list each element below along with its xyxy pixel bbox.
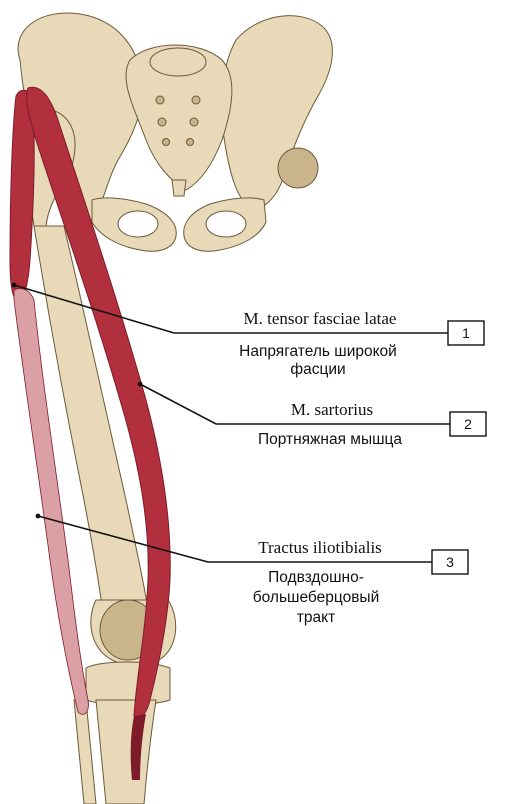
label-1-latin: M. tensor fasciae latae — [244, 309, 397, 328]
muscles — [9, 86, 171, 780]
label-2-number: 2 — [464, 416, 472, 432]
right-iliac-wing — [221, 15, 333, 209]
label-3-russian-line-2: большеберцовый — [253, 589, 379, 606]
leader-lines — [11, 282, 450, 563]
leader-line-3 — [37, 515, 432, 563]
right-acetabulum — [277, 147, 319, 189]
right-obturator-foramen — [205, 210, 247, 238]
label-2-latin: M. sartorius — [291, 400, 373, 419]
sacral-promontory — [149, 47, 207, 77]
label-group-3: Tractus iliotibialis Подвздошно- большеб… — [253, 538, 469, 626]
pelvis-illustration — [17, 12, 333, 252]
label-1-number: 1 — [462, 325, 470, 341]
sacrum — [125, 44, 233, 191]
sartorius-tendon — [130, 714, 146, 780]
left-obturator-foramen — [117, 210, 159, 238]
leader-line-1 — [13, 284, 448, 334]
label-group-2: M. sartorius Портняжная мышца 2 — [258, 400, 487, 448]
label-1-russian-line-1: Напрягатель широкой — [239, 343, 397, 360]
label-3-latin: Tractus iliotibialis — [258, 538, 382, 557]
leader-dot-3 — [35, 513, 41, 519]
label-1-number-box — [447, 320, 485, 346]
label-2-russian-line-1: Портняжная мышца — [258, 431, 402, 448]
leader-line-2 — [139, 383, 450, 425]
iliotibial-tract — [13, 288, 89, 715]
label-3-russian-line-1: Подвздошно- — [268, 569, 364, 586]
label-group-1: M. tensor fasciae latae Напрягатель широ… — [239, 309, 485, 378]
label-3-number: 3 — [446, 554, 454, 570]
label-3-number-box — [431, 549, 469, 575]
label-1-russian-line-2: фасции — [290, 361, 345, 378]
fibula — [73, 699, 97, 804]
leader-dot-1 — [11, 282, 17, 288]
tibia-shaft — [95, 699, 157, 804]
label-3-russian-line-3: тракт — [297, 609, 335, 626]
label-2-number-box — [449, 411, 487, 437]
sacral-foramina — [155, 95, 201, 146]
coccyx — [171, 179, 187, 197]
leader-dot-2 — [137, 381, 143, 387]
